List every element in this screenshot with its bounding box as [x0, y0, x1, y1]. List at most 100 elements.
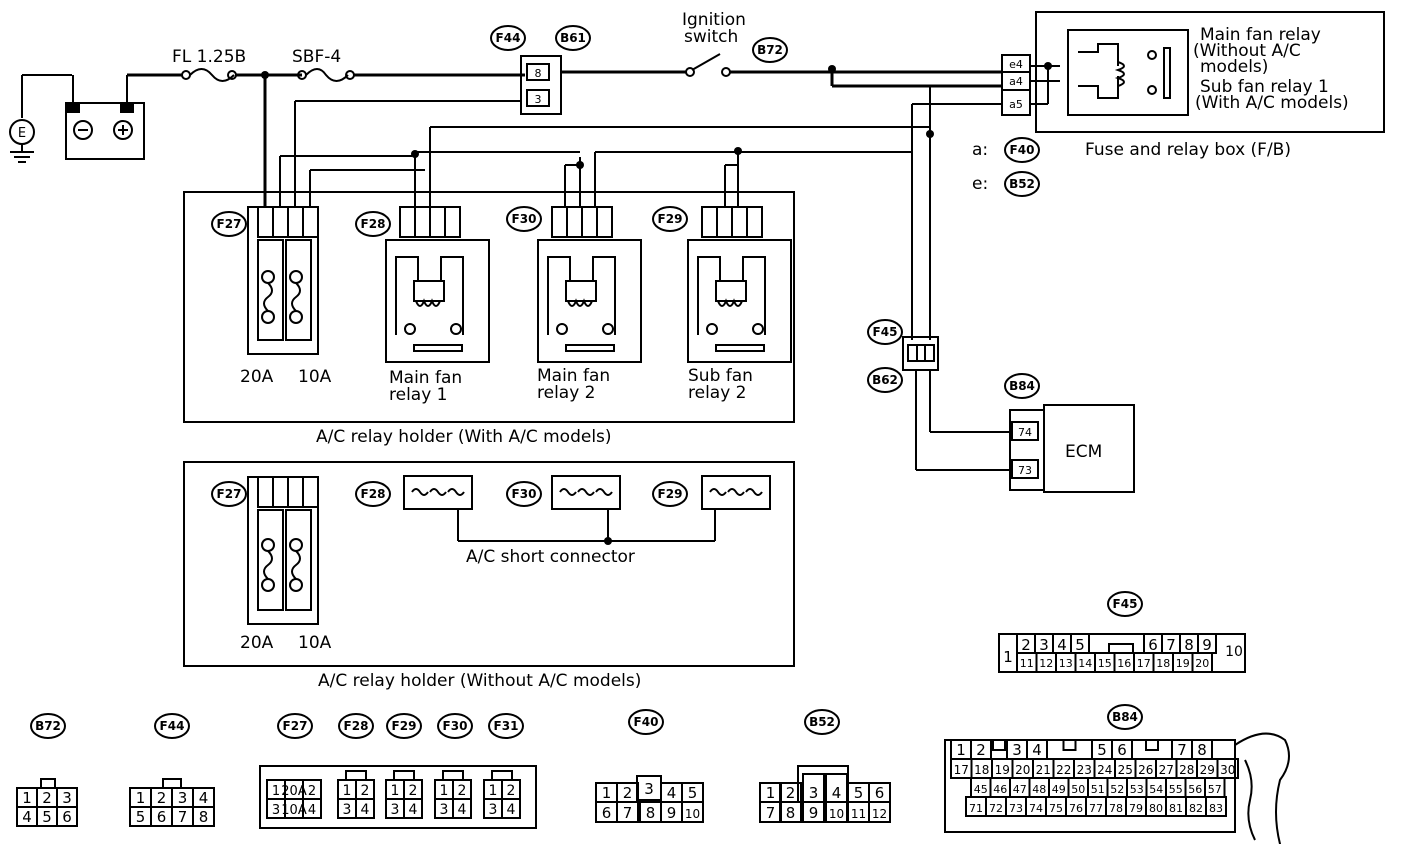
svg-text:18: 18	[1156, 657, 1170, 670]
svg-text:76: 76	[1069, 802, 1083, 815]
svg-text:1: 1	[766, 784, 776, 802]
svg-text:4: 4	[22, 808, 32, 826]
svg-text:12: 12	[872, 807, 887, 821]
svg-text:4: 4	[409, 802, 418, 818]
legend-e: e:	[972, 174, 988, 194]
svg-text:3: 3	[343, 802, 352, 818]
holder-without-ac-title: A/C relay holder (Without A/C models)	[318, 671, 641, 691]
svg-text:B72: B72	[35, 719, 61, 733]
svg-text:54: 54	[1149, 783, 1163, 796]
main-fan-relay-1-label-2: relay 1	[389, 385, 448, 405]
svg-text:3: 3	[62, 789, 72, 807]
connector-tag-f30: F30	[506, 481, 542, 507]
connector-tag-f27: F27	[277, 713, 313, 739]
svg-text:11: 11	[1020, 657, 1034, 670]
svg-text:24: 24	[1097, 763, 1112, 777]
connector-tag-b84: B84	[1107, 704, 1143, 730]
svg-text:8: 8	[646, 804, 656, 822]
svg-text:72: 72	[989, 802, 1003, 815]
ignition-label-2: switch	[684, 27, 738, 47]
svg-text:5: 5	[136, 808, 146, 826]
svg-text:4: 4	[361, 802, 370, 818]
connector-tag-f44: F44	[490, 25, 526, 51]
ignition-switch	[561, 53, 1002, 88]
svg-text:1: 1	[1003, 648, 1013, 666]
svg-text:1: 1	[22, 789, 32, 807]
connector-tag-f28: F28	[355, 211, 391, 237]
connector-tag-f29: F29	[652, 206, 688, 232]
connector-tag-f27: F27	[211, 211, 247, 237]
svg-text:F45: F45	[873, 325, 898, 339]
joint-pin-8: 8	[535, 67, 542, 80]
svg-text:78: 78	[1109, 802, 1123, 815]
svg-text:2: 2	[361, 783, 370, 799]
short-terminal	[595, 488, 613, 496]
connector-tag-f28: F28	[355, 481, 391, 507]
with-ac-fuse-20a: 20A	[240, 367, 274, 387]
svg-text:50: 50	[1071, 783, 1085, 796]
svg-text:5: 5	[854, 784, 864, 802]
svg-text:10: 10	[1225, 644, 1243, 660]
svg-text:7: 7	[1177, 741, 1187, 759]
holder-with-ac-title: A/C relay holder (With A/C models)	[316, 427, 612, 447]
svg-text:2: 2	[308, 784, 316, 799]
connector-tag-b52: B52	[1004, 171, 1040, 197]
connector-tag-f29: F29	[386, 713, 422, 739]
svg-text:B72: B72	[757, 43, 783, 57]
svg-text:21: 21	[1036, 763, 1051, 777]
svg-text:F31: F31	[494, 719, 519, 733]
fuse-box-pin-e4: e4	[1009, 58, 1023, 71]
fuse-sbf-label: SBF-4	[292, 47, 341, 67]
fuse-box-title: Fuse and relay box (F/B)	[1085, 140, 1291, 160]
svg-text:1: 1	[440, 783, 449, 799]
relay-feed-wires	[411, 86, 1002, 340]
connector-tag-b84: B84	[1004, 373, 1040, 399]
svg-text:F27: F27	[217, 487, 242, 501]
svg-text:19: 19	[1176, 657, 1190, 670]
ecm-pin-73: 73	[1018, 464, 1032, 477]
connector-tag-f44: F44	[154, 713, 190, 739]
svg-text:13: 13	[1059, 657, 1073, 670]
svg-text:3: 3	[489, 802, 498, 818]
svg-text:15: 15	[1098, 657, 1112, 670]
svg-text:1: 1	[489, 783, 498, 799]
svg-text:1: 1	[956, 741, 966, 759]
svg-text:11: 11	[851, 807, 866, 821]
connector-tag-f40: F40	[1004, 137, 1040, 163]
svg-text:53: 53	[1130, 783, 1144, 796]
pinout-relay-holder	[259, 765, 537, 829]
svg-text:4: 4	[832, 784, 842, 802]
svg-text:2: 2	[157, 789, 167, 807]
svg-text:79: 79	[1129, 802, 1143, 815]
svg-text:49: 49	[1052, 783, 1066, 796]
ecm-label: ECM	[1065, 442, 1102, 462]
main-fan-relay-1-label-1: Main fan	[389, 368, 462, 388]
fuse-box-pin-a5: a5	[1009, 98, 1023, 111]
svg-text:3: 3	[1039, 636, 1049, 654]
svg-text:14: 14	[1078, 657, 1092, 670]
svg-text:6: 6	[1148, 636, 1158, 654]
relay-2	[537, 206, 642, 363]
svg-text:8: 8	[1197, 741, 1207, 759]
ecm-pin-74: 74	[1018, 426, 1032, 439]
joint-connector	[520, 55, 562, 115]
fuse-fl-label: FL 1.25B	[172, 47, 246, 67]
svg-text:1: 1	[391, 783, 400, 799]
short-terminal	[709, 488, 727, 496]
svg-text:30: 30	[1220, 763, 1235, 777]
connector-tag-b62: B62	[867, 367, 903, 393]
ignition-label-1: Ignition	[682, 10, 746, 30]
connector-tag-f30: F30	[506, 206, 542, 232]
svg-text:16: 16	[1117, 657, 1131, 670]
svg-text:2: 2	[507, 783, 516, 799]
svg-text:2: 2	[42, 789, 52, 807]
short-terminal	[727, 488, 745, 496]
svg-text:F44: F44	[496, 31, 521, 45]
short-terminal	[429, 488, 447, 496]
